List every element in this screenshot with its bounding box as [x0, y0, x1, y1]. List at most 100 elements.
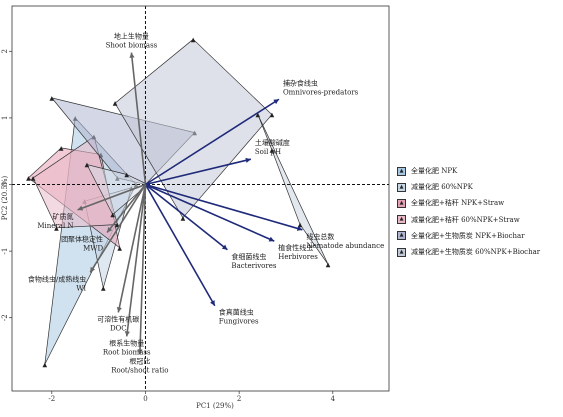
- triangle-icon: ▲: [399, 183, 404, 190]
- sample-point: ▲: [59, 145, 64, 152]
- y-tick-label-0: 2: [1, 49, 9, 53]
- loading-arrow-11: [125, 184, 147, 337]
- sample-point: ▲: [298, 221, 303, 228]
- sample-point: ▲: [270, 112, 275, 119]
- arrow-head-9: [90, 266, 96, 273]
- legend-swatch: ▲: [397, 166, 406, 176]
- variable-label-en-2: Soil pH: [255, 148, 281, 156]
- variable-label-en-10: DOC: [110, 324, 127, 332]
- loading-arrow-10: [117, 184, 147, 313]
- legend-label: 全量化肥+生物质炭 NPK+Biochar: [411, 231, 525, 240]
- sample-point: ▲: [110, 211, 115, 218]
- sample-point: ▲: [181, 215, 186, 222]
- loading-arrow-6: [144, 184, 216, 307]
- legend-item: ▲ 减量化肥+秸秆 60%NPK+Straw: [397, 212, 557, 228]
- variable-label-zh-5: 食细菌线虫: [231, 252, 266, 261]
- arrow-head-8: [107, 226, 113, 233]
- legend-label: 全量化肥+秸秆 NPK+Straw: [411, 199, 505, 208]
- y-tick-label-3: -1: [1, 248, 9, 255]
- loading-arrow-9: [89, 184, 147, 273]
- sample-point: ▲: [256, 112, 261, 119]
- arrow-head-5: [221, 244, 228, 250]
- sample-point: ▲: [31, 175, 36, 182]
- sample-point: ▲: [42, 361, 47, 368]
- variable-label-en-1: Omnivores-predators: [283, 88, 359, 96]
- legend-label: 全量化肥 NPK: [411, 167, 458, 176]
- arrow-head-12: [137, 349, 143, 355]
- variable-label-en-0: Shoot biomass: [106, 42, 158, 50]
- variable-label-zh-9: 食物线虫/成熟线虫: [28, 274, 86, 283]
- legend-swatch: ▲: [397, 247, 406, 257]
- sample-point: ▲: [117, 245, 122, 252]
- sample-point: ▲: [54, 225, 59, 232]
- x-tick-label-0: -2: [48, 395, 55, 403]
- triangle-icon: ▲: [399, 232, 404, 239]
- variable-label-zh-6: 食真菌线虫: [219, 308, 254, 317]
- treatment-hulls: ▲▲▲▲▲▲▲▲▲▲▲▲▲▲▲▲▲▲▲▲▲▲▲▲▲▲▲▲▲▲: [26, 36, 331, 368]
- arrow-head-11: [124, 331, 130, 337]
- loading-arrow-1: [145, 98, 280, 186]
- legend-item: ▲ 全量化肥 NPK: [397, 163, 557, 179]
- triangle-icon: ▲: [399, 167, 404, 174]
- loading-arrows: [77, 52, 303, 355]
- variable-label-zh-10: 可溶性有机碳: [97, 314, 139, 323]
- variable-label-zh-11: 根系生物量: [109, 338, 144, 347]
- legend-label: 减量化肥 60%NPK: [411, 183, 473, 192]
- variable-label-zh-7: 矿质氮: [53, 212, 74, 221]
- y-axis-label: PC2 (20.5%): [1, 176, 9, 221]
- x-axis-label: PC1 (29%): [196, 402, 234, 410]
- loading-arrow-12: [139, 184, 147, 355]
- sample-point: ▲: [191, 36, 196, 43]
- loading-arrow-0: [130, 52, 147, 185]
- sample-point: ▲: [113, 100, 118, 107]
- triangle-icon: ▲: [399, 248, 404, 255]
- y-tick-label-2: 0: [1, 182, 9, 186]
- legend-swatch: ▲: [397, 215, 406, 225]
- arrow-head-7: [77, 205, 84, 211]
- legend-item: ▲ 全量化肥+生物质炭 NPK+Biochar: [397, 228, 557, 244]
- triangle-icon: ▲: [399, 199, 404, 206]
- variable-label-en-3: Nematode abundance: [306, 242, 384, 250]
- x-tick-label-3: 4: [331, 395, 336, 403]
- loading-arrow-2: [145, 158, 252, 186]
- sample-point: ▲: [326, 261, 331, 268]
- arrow-head-2: [245, 157, 251, 163]
- variable-label-zh-1: 捕杂食线虫: [283, 78, 318, 87]
- variable-label-zh-2: 土壤酸碱度: [255, 138, 290, 147]
- loading-arrow-8: [106, 184, 147, 233]
- arrow-head-0: [129, 52, 135, 58]
- x-tick-label-1: 0: [143, 395, 147, 403]
- sample-point: ▲: [26, 175, 31, 182]
- variable-label-en-12: Root/shoot ratio: [111, 366, 168, 374]
- legend-swatch: ▲: [397, 231, 406, 241]
- legend-label: 减量化肥+秸秆 60%NPK+Straw: [411, 215, 520, 224]
- treatment-hull-3: [32, 136, 118, 229]
- y-tick-label-1: 1: [1, 116, 9, 120]
- sample-point: ▲: [270, 147, 275, 154]
- sample-point: ▲: [124, 172, 129, 179]
- sample-point: ▲: [49, 95, 54, 102]
- plot-frame: [11, 5, 390, 392]
- variable-label-zh-4: 植食性线虫: [278, 243, 313, 252]
- arrow-head-6: [210, 300, 215, 306]
- variable-label-en-5: Bacterivores: [231, 262, 276, 270]
- triangle-icon: ▲: [399, 216, 404, 223]
- treatment-hull-5: [114, 38, 273, 219]
- extra-hull-0: [257, 114, 329, 265]
- legend-item: ▲ 减量化肥 60%NPK: [397, 179, 557, 195]
- loading-arrow-4: [145, 183, 275, 242]
- variable-label-zh-0: 地上生物量: [114, 32, 149, 41]
- loading-arrow-3: [145, 183, 303, 231]
- variable-label-en-9: WI: [76, 284, 86, 292]
- variable-label-zh-8: 团聚体稳定性: [61, 234, 103, 243]
- arrow-head-10: [116, 306, 122, 313]
- loading-arrow-5: [144, 183, 228, 251]
- legend-swatch: ▲: [397, 198, 406, 208]
- variable-label-en-4: Herbivores: [278, 253, 318, 261]
- legend-item: ▲ 全量化肥+秸秆 NPK+Straw: [397, 195, 557, 211]
- sample-point: ▲: [85, 162, 90, 169]
- arrow-head-1: [273, 99, 279, 105]
